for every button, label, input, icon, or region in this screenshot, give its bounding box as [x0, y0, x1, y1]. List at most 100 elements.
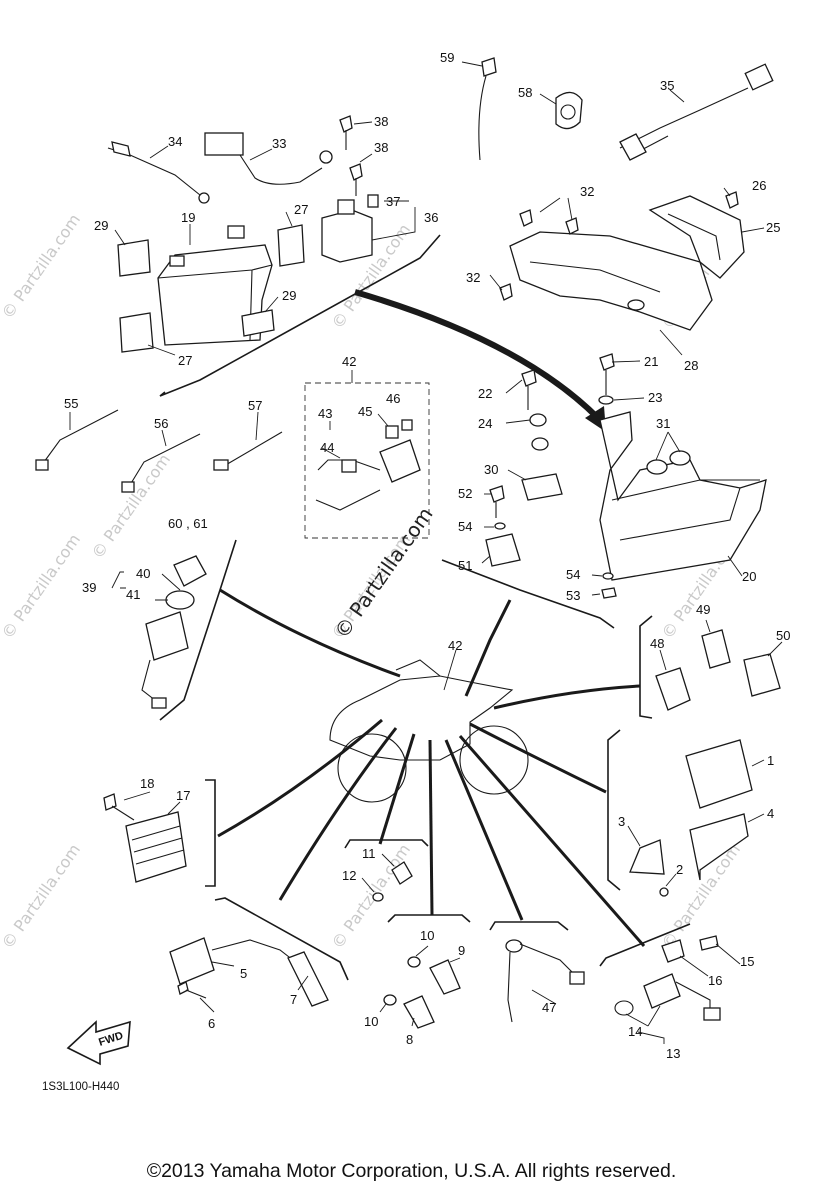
callout-25: 25 — [766, 220, 780, 235]
leader — [611, 360, 641, 363]
callout-29: 29 — [94, 218, 108, 233]
callout-3: 3 — [618, 814, 625, 829]
leader — [147, 344, 176, 356]
relay — [743, 653, 781, 697]
callout-15: 15 — [740, 954, 754, 969]
connector-holder — [485, 533, 521, 567]
callout-35: 35 — [660, 78, 674, 93]
leader — [411, 1017, 415, 1027]
leader — [669, 89, 685, 103]
battery-pad — [117, 239, 151, 277]
switch-sensor-group — [379, 914, 471, 1029]
fuse — [385, 425, 399, 439]
callout-24: 24 — [478, 416, 492, 431]
locator-line — [458, 735, 646, 947]
leader — [149, 145, 169, 159]
callout-40: 40 — [136, 566, 150, 581]
rubber-damper — [669, 450, 691, 466]
bolt — [499, 283, 513, 301]
switch-cover — [165, 590, 195, 610]
plug-cap — [287, 951, 329, 1007]
main-switch — [145, 611, 189, 661]
group-bracket — [441, 559, 615, 629]
callout-58: 58 — [518, 85, 532, 100]
leader — [371, 207, 416, 241]
motorcycle-locator — [217, 588, 646, 947]
leader — [297, 975, 309, 991]
bolt — [699, 935, 719, 951]
switch-lead — [507, 951, 513, 1023]
callout-38: 38 — [374, 140, 388, 155]
leader — [741, 227, 765, 233]
battery-pad — [241, 309, 275, 337]
battery-bracket — [509, 231, 713, 331]
callout-23: 23 — [648, 390, 662, 405]
callout-29: 29 — [282, 288, 296, 303]
sidestand-switch-group — [489, 921, 585, 1023]
clamp-ring — [560, 104, 576, 120]
connector — [744, 63, 774, 91]
callout-8: 8 — [406, 1032, 413, 1047]
collar — [598, 395, 614, 405]
leader — [361, 877, 375, 893]
callout-2: 2 — [676, 862, 683, 877]
callout-54: 54 — [458, 519, 472, 534]
callout-27: 27 — [178, 353, 192, 368]
callout-49: 49 — [696, 602, 710, 617]
callout-28: 28 — [684, 358, 698, 373]
callout-37: 37 — [386, 194, 400, 209]
callout-52: 52 — [458, 486, 472, 501]
grommet — [531, 437, 549, 451]
leader — [285, 211, 293, 227]
callout-20: 20 — [742, 569, 756, 584]
main-switch-group — [111, 539, 237, 721]
sensor — [391, 861, 413, 885]
gasket — [372, 892, 384, 902]
leader — [539, 197, 573, 221]
lead-terminal — [111, 141, 131, 157]
leader — [591, 574, 603, 577]
lead-terminal — [319, 150, 333, 164]
rectifier-fins — [131, 825, 185, 865]
battery-box — [599, 411, 767, 581]
callout-32: 32 — [580, 184, 594, 199]
cable-tie-head — [481, 57, 497, 77]
sensor-clamp — [661, 939, 685, 963]
callout-22: 22 — [478, 386, 492, 401]
battery-pad — [277, 224, 305, 267]
collar — [529, 413, 547, 427]
motorcycle-fairing — [329, 675, 514, 761]
callout-33: 33 — [272, 136, 286, 151]
connector — [151, 697, 167, 709]
leader — [505, 419, 531, 424]
leader — [659, 649, 667, 671]
leader — [155, 573, 181, 601]
group-bracket — [387, 914, 471, 923]
leader — [264, 296, 279, 313]
connector — [569, 971, 585, 985]
ecu-bracket — [629, 839, 665, 875]
bracket-hole — [627, 299, 645, 311]
callout-50: 50 — [776, 628, 790, 643]
battery-terminal — [169, 255, 185, 267]
top-small-items — [461, 57, 774, 161]
battery-lead-cover — [204, 132, 244, 156]
leader — [321, 421, 341, 459]
callout-4: 4 — [767, 806, 774, 821]
callout-17: 17 — [176, 788, 190, 803]
sensor-group — [344, 839, 429, 902]
fwd-arrow-shape — [66, 1020, 131, 1066]
tail — [395, 659, 441, 677]
callout-30: 30 — [484, 462, 498, 477]
switch-lead — [519, 943, 577, 977]
leader — [167, 801, 181, 815]
cable-tie-head — [121, 481, 135, 493]
bolt — [599, 353, 615, 371]
fuse-box — [379, 439, 421, 483]
callout-16: 16 — [708, 973, 722, 988]
speed-sensor-group — [599, 923, 741, 1044]
leader — [705, 619, 711, 633]
leader — [747, 813, 765, 823]
diagram-code: 1S3L100-H440 — [42, 1081, 119, 1093]
callout-53: 53 — [566, 588, 580, 603]
